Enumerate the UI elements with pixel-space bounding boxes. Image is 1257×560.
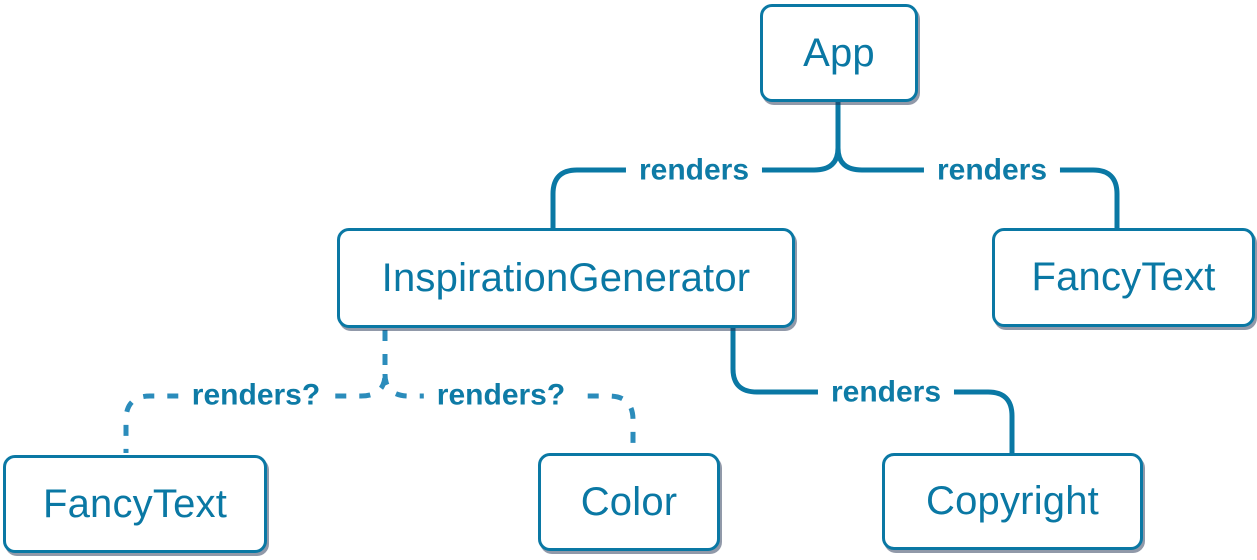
- node-color-label: Color: [580, 479, 678, 524]
- node-inspiration-generator-label: InspirationGenerator: [381, 255, 751, 300]
- edge-label-renders-right: renders: [923, 153, 1061, 187]
- node-fancy-text-bottom: FancyText: [3, 455, 267, 553]
- node-inspiration-generator: InspirationGenerator: [337, 228, 795, 328]
- node-fancy-text-bottom-label: FancyText: [42, 481, 228, 526]
- node-fancy-text-top-label: FancyText: [1031, 255, 1216, 299]
- edge-label-renders-conditional-left: renders?: [178, 378, 334, 412]
- node-app-label: App: [803, 30, 875, 75]
- edge-label-renders-left: renders: [625, 153, 763, 187]
- node-app: App: [760, 4, 918, 102]
- node-color: Color: [538, 453, 720, 551]
- node-copyright: Copyright: [882, 453, 1143, 550]
- edge-label-renders-conditional-right: renders?: [423, 378, 579, 412]
- node-copyright-label: Copyright: [926, 479, 1099, 523]
- node-fancy-text-top: FancyText: [992, 228, 1255, 327]
- edge-label-renders-copyright: renders: [817, 375, 955, 409]
- edge-inspirationgenerator-to-color-conditional: [382, 373, 636, 451]
